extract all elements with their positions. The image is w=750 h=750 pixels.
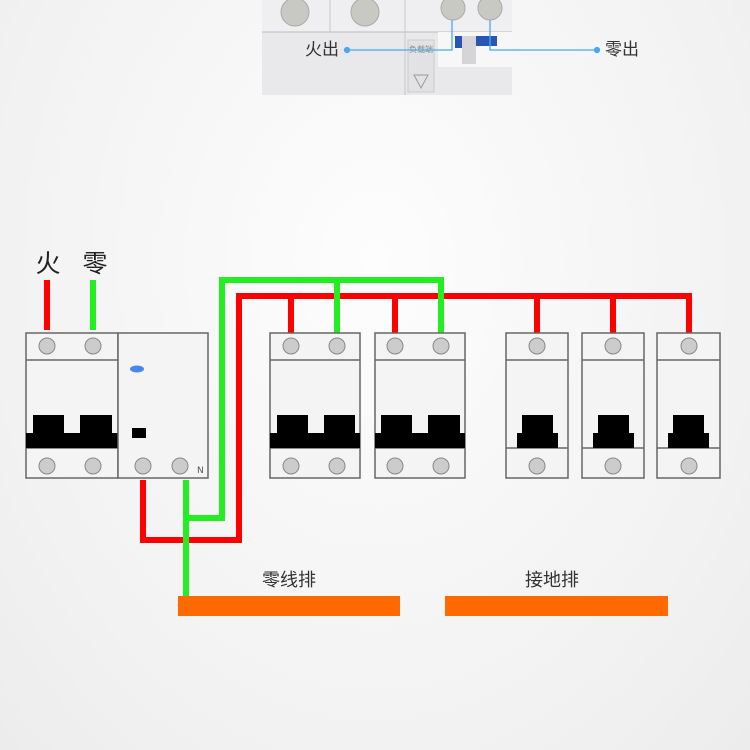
live-out-label: 火出: [305, 40, 339, 60]
neutral-input-label: 零: [82, 249, 107, 278]
load-side-char: 负载端: [409, 44, 433, 54]
neutral-bar-label: 零线排: [262, 570, 316, 591]
neutral-bus-wire: [186, 277, 444, 521]
pointer-lines: [343, 20, 601, 54]
live-input-label: 火: [35, 249, 60, 278]
single-pole-breaker-1: [505, 332, 569, 479]
main-breaker: [25, 332, 119, 479]
ground-bar-label: 接地排: [525, 570, 579, 591]
live-bus-wire: [140, 293, 692, 543]
ground-bar: [445, 596, 668, 616]
device-photo: 负载端: [262, 0, 512, 95]
test-button: [132, 428, 146, 438]
single-pole-breaker-2: [581, 332, 645, 479]
n-terminal-label: N: [197, 466, 204, 476]
indicator-light: [130, 365, 144, 373]
rcd-module: N: [117, 332, 209, 479]
two-pole-breaker-2: [374, 332, 466, 479]
single-pole-breaker-3: [656, 332, 721, 479]
neutral-bar: [178, 596, 400, 616]
neutral-out-label: 零出: [605, 40, 639, 60]
toggle-switch: [26, 415, 118, 448]
two-pole-breaker-1: [269, 332, 361, 479]
